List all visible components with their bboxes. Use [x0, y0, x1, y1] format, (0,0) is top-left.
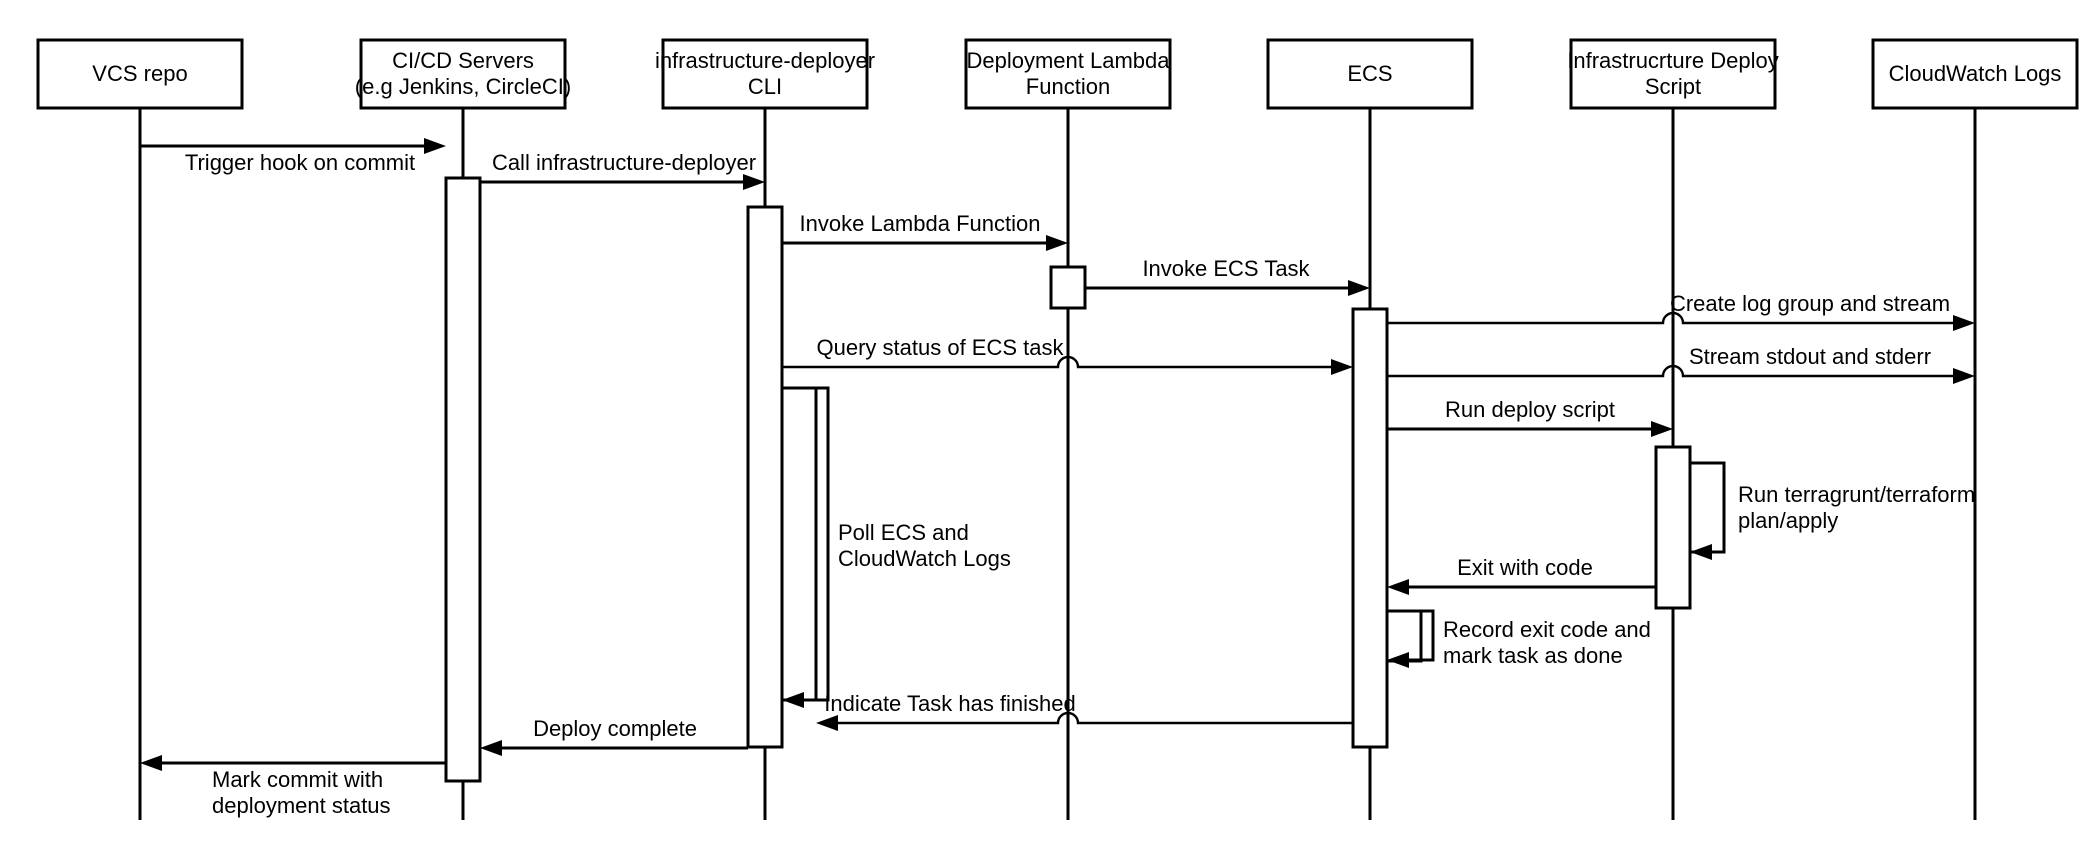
message-line-m13	[822, 711, 1353, 725]
participant-label-lambda-line2: Function	[1026, 74, 1110, 99]
message-poll-ecs-and-cloudwatch-logs[interactable]: Poll ECS and CloudWatch Logs	[782, 386, 1011, 708]
activation-script	[1654, 445, 1692, 610]
arrowhead-m3	[1046, 235, 1068, 251]
arrowhead-m1	[424, 138, 446, 154]
participant-cli[interactable]: infrastructure-deployer CLI	[655, 38, 875, 110]
arrowhead-m15	[140, 755, 162, 771]
message-label-m8: Run deploy script	[1445, 397, 1615, 422]
message-label-m10-line1: Poll ECS and	[838, 520, 969, 545]
activation-bars	[444, 176, 1726, 783]
message-run-deploy-script[interactable]: Run deploy script	[1387, 397, 1673, 437]
message-label-m12-line2: mark task as done	[1443, 643, 1623, 668]
message-indicate-task-has-finished[interactable]: Indicate Task has finished	[816, 691, 1353, 731]
message-label-m4: Invoke ECS Task	[1142, 256, 1310, 281]
participant-lambda[interactable]: Deployment Lambda Function	[964, 38, 1172, 110]
message-label-m5: Create log group and stream	[1670, 291, 1950, 316]
message-line-m5	[1387, 311, 1969, 325]
participant-label-ecs-line1: ECS	[1347, 61, 1392, 86]
arrowhead-m13	[816, 715, 838, 731]
participant-box-cli[interactable]	[661, 38, 869, 110]
activation-cli-nested	[780, 386, 818, 702]
message-label-m14: Deploy complete	[533, 716, 697, 741]
arrowhead-m4	[1348, 280, 1370, 296]
arrowhead-m8	[1651, 421, 1673, 437]
activation-ecs-nested	[1385, 609, 1423, 663]
message-label-m7: Stream stdout and stderr	[1689, 344, 1931, 369]
message-label-m13: Indicate Task has finished	[824, 691, 1076, 716]
participant-label-script-line1: Infrastrucrture Deploy	[1567, 48, 1779, 73]
message-line-m7	[1387, 364, 1969, 378]
arrowhead-m6	[1331, 359, 1353, 375]
message-run-terragrunt-terraform[interactable]: Run terragrunt/terraform plan/apply	[1690, 461, 1975, 560]
message-label-m6: Query status of ECS task	[817, 335, 1065, 360]
participant-box-script[interactable]	[1569, 38, 1777, 110]
message-label-m15-line1: Mark commit with	[212, 767, 383, 792]
message-record-exit-code[interactable]: Record exit code and mark task as done	[1387, 609, 1651, 668]
activation-script-nested	[1688, 461, 1726, 554]
activation-ecs	[1351, 307, 1389, 749]
participant-label-lambda-line1: Deployment Lambda	[966, 48, 1170, 73]
message-stream-stdout-and-stderr[interactable]: Stream stdout and stderr	[1387, 344, 1975, 384]
arrowhead-m12	[1387, 652, 1409, 668]
message-line-m12	[1399, 609, 1435, 662]
participant-ecs[interactable]: ECS	[1266, 38, 1474, 110]
message-line-m6	[782, 355, 1347, 369]
arrowhead-m14	[480, 740, 502, 756]
participant-cicd[interactable]: CI/CD Servers (e.g Jenkins, CircleCI)	[355, 38, 571, 110]
participant-headers: VCS repo CI/CD Servers (e.g Jenkins, Cir…	[36, 38, 2079, 110]
activation-cli	[746, 205, 784, 749]
participant-box-lambda[interactable]	[964, 38, 1172, 110]
participant-box-ecs[interactable]	[1266, 38, 1474, 110]
message-line-m10	[794, 386, 830, 702]
arrowhead-m9	[1690, 544, 1712, 560]
message-line-m9	[1690, 461, 1726, 554]
message-label-m1: Trigger hook on commit	[185, 150, 415, 175]
activation-cicd	[444, 176, 482, 783]
arrowhead-m10	[782, 692, 804, 708]
message-mark-commit-with-deployment-status[interactable]: Mark commit with deployment status	[140, 755, 446, 818]
participant-vcs[interactable]: VCS repo	[36, 38, 244, 110]
participant-label-script-line2: Script	[1645, 74, 1701, 99]
message-call-infrastructure-deployer[interactable]: Call infrastructure-deployer	[480, 150, 765, 190]
participant-cwlogs[interactable]: CloudWatch Logs	[1871, 38, 2079, 110]
arrowhead-m2	[743, 174, 765, 190]
message-label-m12-line1: Record exit code and	[1443, 617, 1651, 642]
participant-box-cicd[interactable]	[359, 38, 567, 110]
arrowhead-m5	[1953, 315, 1975, 331]
participant-label-cli-line2: CLI	[748, 74, 782, 99]
participant-label-cicd-line2: (e.g Jenkins, CircleCI)	[355, 74, 571, 99]
participant-label-cicd-line1: CI/CD Servers	[392, 48, 534, 73]
participant-label-vcs-line1: VCS repo	[92, 61, 187, 86]
message-label-m11: Exit with code	[1457, 555, 1593, 580]
participant-label-cli-line1: infrastructure-deployer	[655, 48, 875, 73]
participant-script[interactable]: Infrastrucrture Deploy Script	[1567, 38, 1779, 110]
message-label-m9-line1: Run terragrunt/terraform	[1738, 482, 1975, 507]
message-trigger-hook-on-commit[interactable]: Trigger hook on commit	[140, 138, 446, 175]
message-invoke-lambda-function[interactable]: Invoke Lambda Function	[782, 211, 1068, 251]
arrowhead-m11	[1387, 579, 1409, 595]
message-exit-with-code[interactable]: Exit with code	[1387, 555, 1656, 595]
participant-box-cwlogs[interactable]	[1871, 38, 2079, 110]
participant-label-cwlogs-line1: CloudWatch Logs	[1889, 61, 2062, 86]
message-label-m10-line2: CloudWatch Logs	[838, 546, 1011, 571]
message-deploy-complete[interactable]: Deploy complete	[480, 716, 748, 756]
activation-lambda	[1049, 265, 1087, 310]
message-label-m2: Call infrastructure-deployer	[492, 150, 756, 175]
arrowhead-m7	[1953, 368, 1975, 384]
message-label-m9-line2: plan/apply	[1738, 508, 1838, 533]
message-query-status-of-ecs-task[interactable]: Query status of ECS task	[782, 335, 1353, 375]
participant-box-vcs[interactable]	[36, 38, 244, 110]
message-label-m15-line2: deployment status	[212, 793, 391, 818]
message-label-m3: Invoke Lambda Function	[800, 211, 1041, 236]
message-invoke-ecs-task[interactable]: Invoke ECS Task	[1085, 256, 1370, 296]
message-create-log-group-and-stream[interactable]: Create log group and stream	[1387, 291, 1975, 331]
